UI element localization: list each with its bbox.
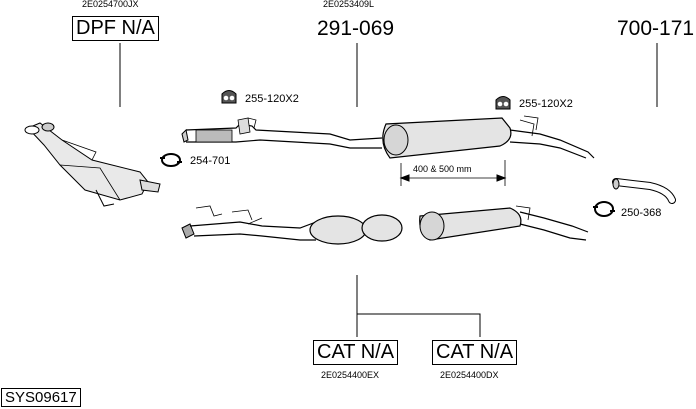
tailpipe-700-171 (612, 178, 676, 204)
silencer-291-069 (382, 115, 595, 159)
dimension-label: 400 & 500 mm (413, 164, 472, 174)
part-box-cat-1[interactable]: CAT N/A (313, 340, 399, 365)
ref-cat-1: 2E0254400EX (321, 370, 380, 380)
ref-dpf: 2E0254700JX (82, 0, 139, 9)
leader-cat-branch (357, 313, 481, 337)
part-box-cat-2[interactable]: CAT N/A (432, 340, 518, 365)
dimension-line (399, 160, 507, 186)
lower-pipe-with-catalysts (181, 205, 589, 245)
ref-291-069: 2E0253409L (323, 0, 375, 9)
rubber-hanger-icon (495, 96, 511, 110)
clamp-label-2: 250-368 (621, 207, 662, 219)
clamp-icon (593, 201, 615, 217)
middle-section-pipe (181, 117, 383, 149)
part-number-700-171[interactable]: 700-171 (617, 17, 695, 40)
system-code: SYS09617 (1, 388, 81, 407)
dpf-unit (24, 122, 161, 207)
hanger-label-1: 255-120X2 (245, 93, 299, 105)
ref-cat-2: 2E0254400DX (440, 370, 499, 380)
clamp-icon (160, 153, 182, 167)
hanger-label-2: 255-120X2 (519, 98, 573, 110)
part-number-291-069[interactable]: 291-069 (317, 17, 395, 40)
part-box-dpf[interactable]: DPF N/A (72, 16, 159, 41)
rubber-hanger-icon (221, 90, 237, 104)
clamp-label-1: 254-701 (190, 155, 231, 167)
